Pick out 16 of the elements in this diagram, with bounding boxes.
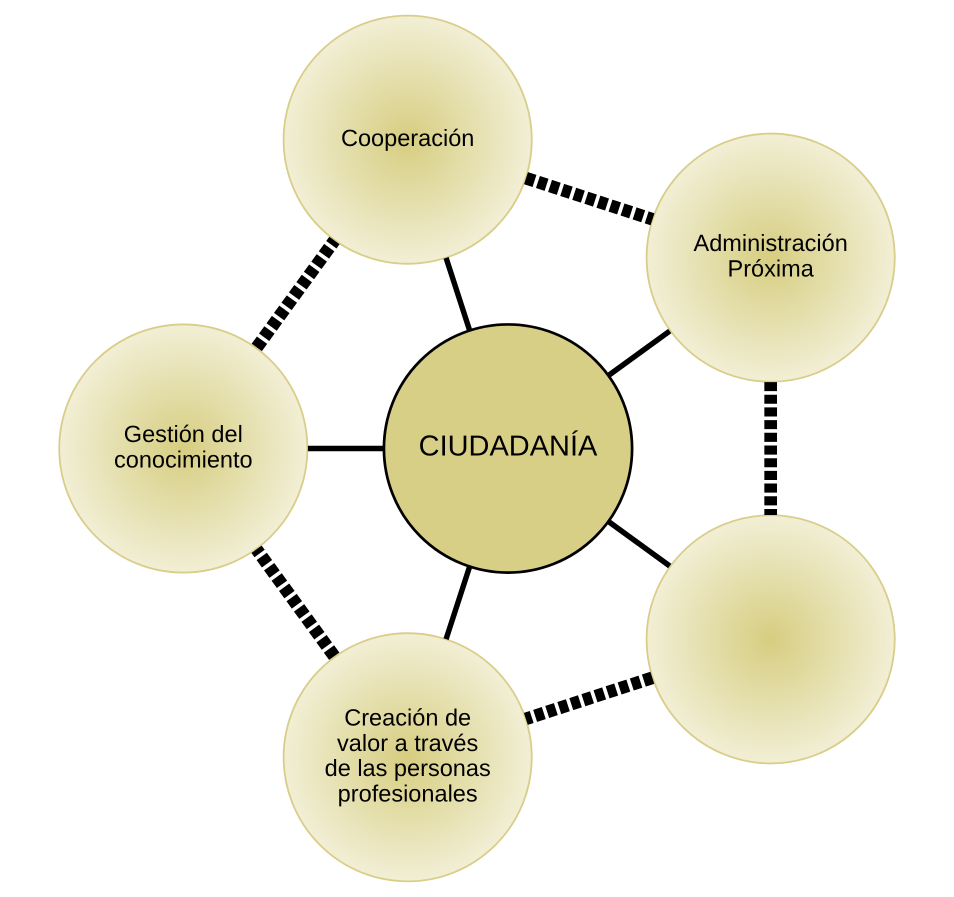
node-circle: Gestión del conocimiento [58,324,308,574]
node-circle [646,514,896,764]
node-circle: CIUDADANÍA [382,323,634,574]
connector [251,546,340,660]
connector [252,236,340,352]
node-circle: Cooperación [282,14,533,265]
connector [607,328,672,378]
connector [607,520,672,568]
connector [444,566,472,640]
node-circle: Creación de valor a través de las personas profesionales [282,632,533,882]
connector [524,172,654,226]
connector [444,257,472,331]
node-circle: Administración Próxima [646,132,896,383]
connector [308,446,384,452]
connector [524,672,654,725]
connector [764,382,778,516]
